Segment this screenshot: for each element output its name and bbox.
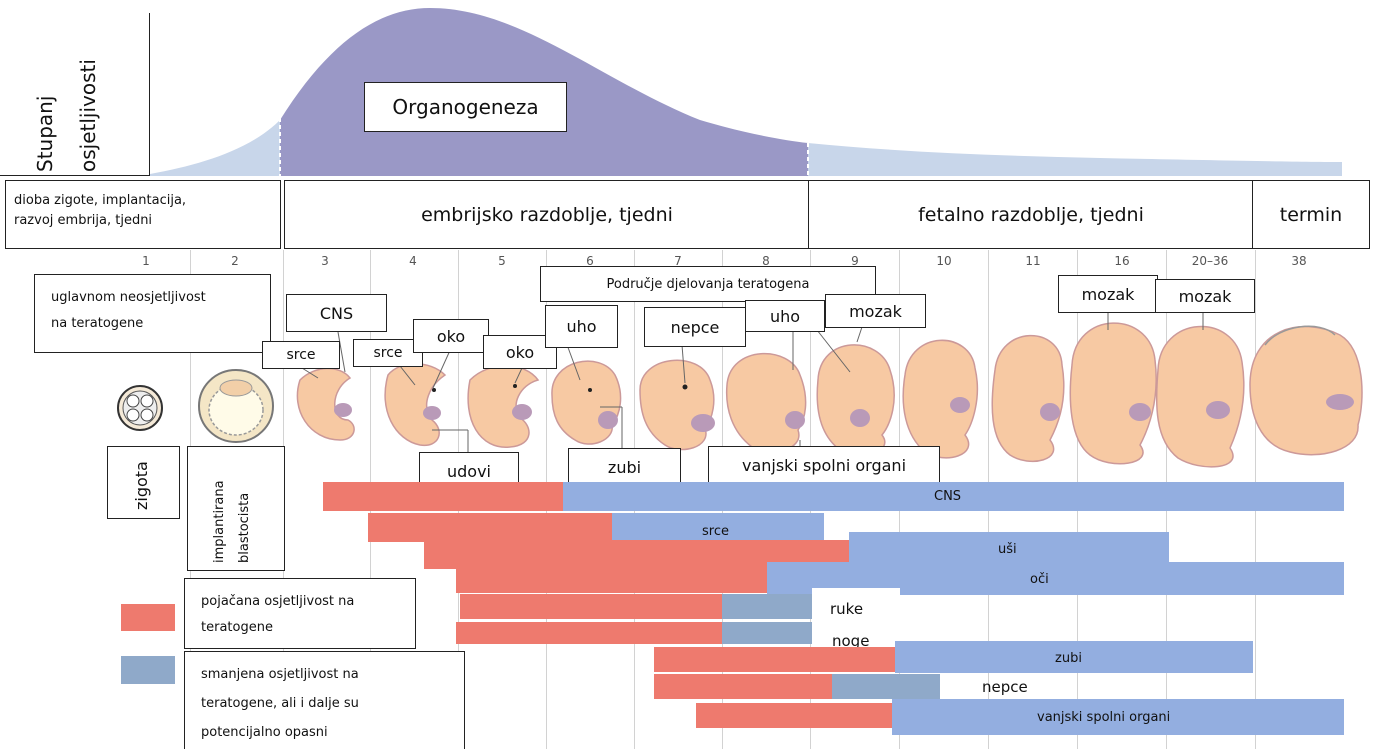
bar-arms-red [460, 594, 725, 619]
bar-label-ears: uši [998, 542, 1017, 557]
fetus-week16 [1070, 323, 1156, 464]
bar-palate-red [654, 674, 834, 699]
zygote-icon [118, 386, 162, 430]
label-palate: nepce [644, 307, 746, 347]
fetus-week9 [817, 345, 894, 455]
blastocyst-icon [199, 370, 273, 442]
bar-arms-light [722, 594, 812, 619]
insensitivity-note: uglavnom neosjetljivost na teratogene [34, 274, 271, 353]
label-external-genitalia: vanjski spolni organi [708, 446, 940, 484]
label-brain-week20: mozak [1155, 279, 1255, 313]
fetus-week11 [992, 336, 1064, 462]
bar-label-arms: ruke [830, 600, 863, 618]
bar-legs-light [722, 622, 812, 644]
bar-teeth-red [654, 647, 899, 672]
legend-swatch-increased [121, 604, 175, 631]
legend-increased-text: pojačana osjetljivost na teratogene [184, 578, 416, 649]
embryo-week7 [640, 360, 715, 449]
blastocyst-label: implantirana blastocista [207, 480, 257, 563]
label-eye-week4: oko [413, 319, 489, 353]
embryo-week3 [297, 368, 354, 440]
legend-reduced-text: smanjena osjetljivost na teratogene, ali… [184, 651, 465, 749]
label-brain-week9: mozak [825, 294, 926, 328]
bar-legs-red [456, 622, 724, 644]
bar-label-palate: nepce [982, 678, 1028, 696]
bar-label-cns: CNS [934, 489, 961, 504]
fetus-week20-36 [1157, 327, 1244, 467]
bar-heart-red [368, 513, 618, 542]
label-heart-week3: srce [262, 341, 340, 369]
bar-label-genitals: vanjski spolni organi [1037, 710, 1170, 725]
zygote-label: zigota [132, 461, 151, 510]
embryo-week8 [727, 354, 806, 452]
label-cns: CNS [286, 294, 387, 332]
label-teeth: zubi [568, 448, 681, 486]
bar-label-eyes: oči [1030, 572, 1049, 587]
bar-label-heart: srce [702, 524, 729, 539]
bar-palate-light [832, 674, 940, 699]
label-ear-week8: uho [745, 300, 825, 332]
label-ear-week6: uho [545, 305, 618, 348]
bar-label-teeth: zubi [1055, 651, 1082, 666]
bar-genitals-red [696, 703, 896, 728]
bar-cns-red [323, 482, 573, 511]
legend-swatch-reduced [121, 656, 175, 684]
fetus-week10 [903, 340, 977, 458]
embryo-week4 [385, 364, 445, 446]
fetus-week38 [1250, 326, 1362, 454]
label-brain-week16: mozak [1058, 275, 1158, 313]
embryo-week6 [552, 361, 621, 444]
embryo-week5 [468, 366, 538, 447]
bar-eyes-red [456, 564, 776, 593]
